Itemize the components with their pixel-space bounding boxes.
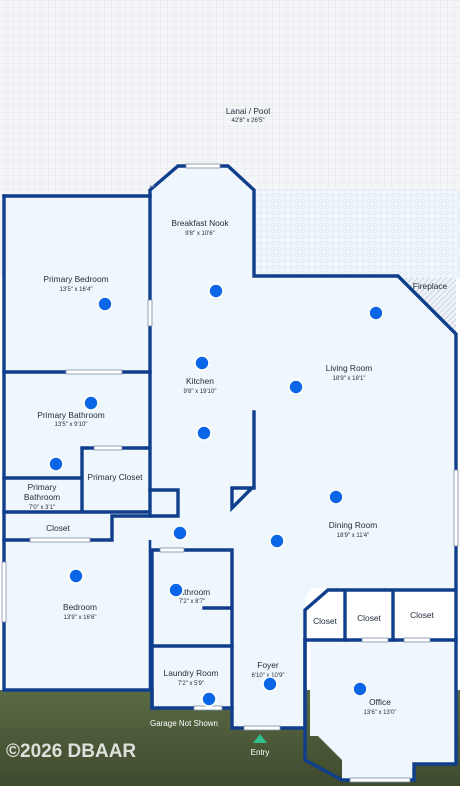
room-primary-bedroom: Primary Bedroom 13'5" x 16'4" — [43, 274, 108, 293]
room-closet-c-label: Closet — [410, 610, 434, 620]
hotspot-laundry-room[interactable] — [201, 691, 217, 707]
room-name: Breakfast Nook — [171, 218, 229, 228]
garage-note: Garage Not Shown — [150, 719, 218, 728]
hotspot-primary-bathroom-2[interactable] — [48, 456, 64, 472]
room-name: Office — [369, 697, 391, 707]
hotspot-primary-bathroom[interactable] — [83, 395, 99, 411]
room-name-line: Primary — [28, 482, 58, 492]
window — [147, 299, 153, 327]
hotspot-breakfast-nook[interactable] — [208, 283, 224, 299]
room-closet-b-label: Closet — [357, 613, 381, 623]
room-living: Living Room 18'9" x 18'1" — [326, 363, 373, 382]
room-dims: 13'6" x 13'0" — [364, 710, 397, 716]
room-primary-bathroom-2: Primary Bathroom 7'0" x 3'1" — [24, 482, 60, 511]
window — [65, 369, 123, 375]
room-dims: 9'8" x 10'6" — [185, 231, 215, 237]
room-dims: 6'10" x 10'9" — [252, 673, 285, 679]
window — [349, 777, 411, 783]
room-dining: Dining Room 18'9" x 11'4" — [329, 520, 377, 539]
room-name: Bedroom — [63, 602, 97, 612]
exterior-walls-west — [2, 194, 307, 730]
hotspot-foyer[interactable] — [262, 676, 278, 692]
room-dims: 42'8" x 26'5" — [232, 118, 265, 124]
room-bedroom: Bedroom 13'9" x 16'6" — [63, 602, 97, 621]
window — [403, 637, 431, 643]
office-walls — [303, 638, 458, 782]
entry-label: Entry — [251, 748, 270, 757]
hotspot-kitchen[interactable] — [194, 355, 210, 371]
closet-block-walls — [303, 588, 458, 642]
room-dims: 9'8" x 19'10" — [184, 389, 217, 395]
window — [93, 445, 123, 451]
room-name: Kitchen — [186, 376, 214, 386]
room-dims: 7'2" x 8'7" — [179, 599, 205, 605]
room-dims: 18'9" x 18'1" — [333, 376, 366, 382]
room-closet-west-label: Closet — [46, 523, 70, 533]
house-floor — [4, 166, 456, 780]
window — [185, 163, 221, 169]
hotspot-bedroom[interactable] — [68, 568, 84, 584]
room-name: Laundry Room — [164, 668, 219, 678]
hotspots — [48, 283, 384, 707]
room-dims: 13'5" x 16'4" — [60, 287, 93, 293]
exterior-walls — [2, 164, 458, 590]
room-name: Lanai / Pool — [226, 106, 270, 116]
room-name: Dining Room — [329, 520, 377, 530]
hotspot-living-room-2[interactable] — [288, 379, 304, 395]
hotspot-kitchen-2[interactable] — [196, 425, 212, 441]
room-name-line: Bathroom — [24, 492, 60, 502]
window — [159, 547, 185, 553]
room-breakfast-nook: Breakfast Nook 9'8" x 10'6" — [171, 218, 229, 237]
room-office: Office 13'6" x 13'0" — [364, 697, 397, 716]
room-name: Bathroom — [174, 587, 210, 597]
entry-marker-icon[interactable] — [253, 734, 267, 743]
window — [149, 185, 155, 187]
lanai-pool-area — [252, 190, 460, 278]
room-bathroom: Bathroom 7'2" x 8'7" — [174, 587, 210, 605]
room-dims: 13'9" x 16'6" — [64, 615, 97, 621]
window — [361, 637, 389, 643]
window — [453, 469, 459, 547]
room-dims: 13'5" x 9'10" — [55, 422, 88, 428]
watermark: ©2026 DBAAR — [6, 741, 136, 762]
room-dims: 18'9" x 11'4" — [337, 533, 369, 539]
hotspot-hallway[interactable] — [172, 525, 188, 541]
hotspot-dining-room-2[interactable] — [269, 533, 285, 549]
room-name: Primary Bedroom — [43, 274, 108, 284]
room-name: Primary Bathroom — [37, 410, 105, 420]
room-dims: 7'2" x 5'9" — [178, 681, 204, 687]
room-name: Living Room — [326, 363, 373, 373]
kitchen-island — [230, 410, 257, 513]
room-laundry: Laundry Room 7'2" x 5'9" — [164, 668, 219, 687]
hotspot-living-room[interactable] — [368, 305, 384, 321]
window — [1, 561, 7, 623]
laundry-walls — [150, 644, 234, 710]
hotspot-office[interactable] — [352, 681, 368, 697]
room-closet-a-label: Closet — [313, 616, 337, 626]
hotspot-dining-room[interactable] — [328, 489, 344, 505]
room-kitchen: Kitchen 9'8" x 19'10" — [184, 376, 217, 395]
hotspot-bathroom[interactable] — [168, 582, 184, 598]
hotspot-primary-bedroom[interactable] — [97, 296, 113, 312]
room-foyer: Foyer 6'10" x 10'9" — [252, 660, 285, 679]
room-fireplace-label: Fireplace — [413, 281, 448, 291]
room-lanai: Lanai / Pool 42'8" x 26'5" — [226, 106, 270, 124]
door-opening — [243, 725, 281, 731]
room-primary-closet-label: Primary Closet — [88, 472, 144, 482]
room-name: Foyer — [257, 660, 279, 670]
window — [29, 537, 91, 543]
room-dims: 7'0" x 3'1" — [29, 505, 55, 511]
room-primary-bathroom: Primary Bathroom 13'5" x 9'10" — [37, 410, 105, 428]
